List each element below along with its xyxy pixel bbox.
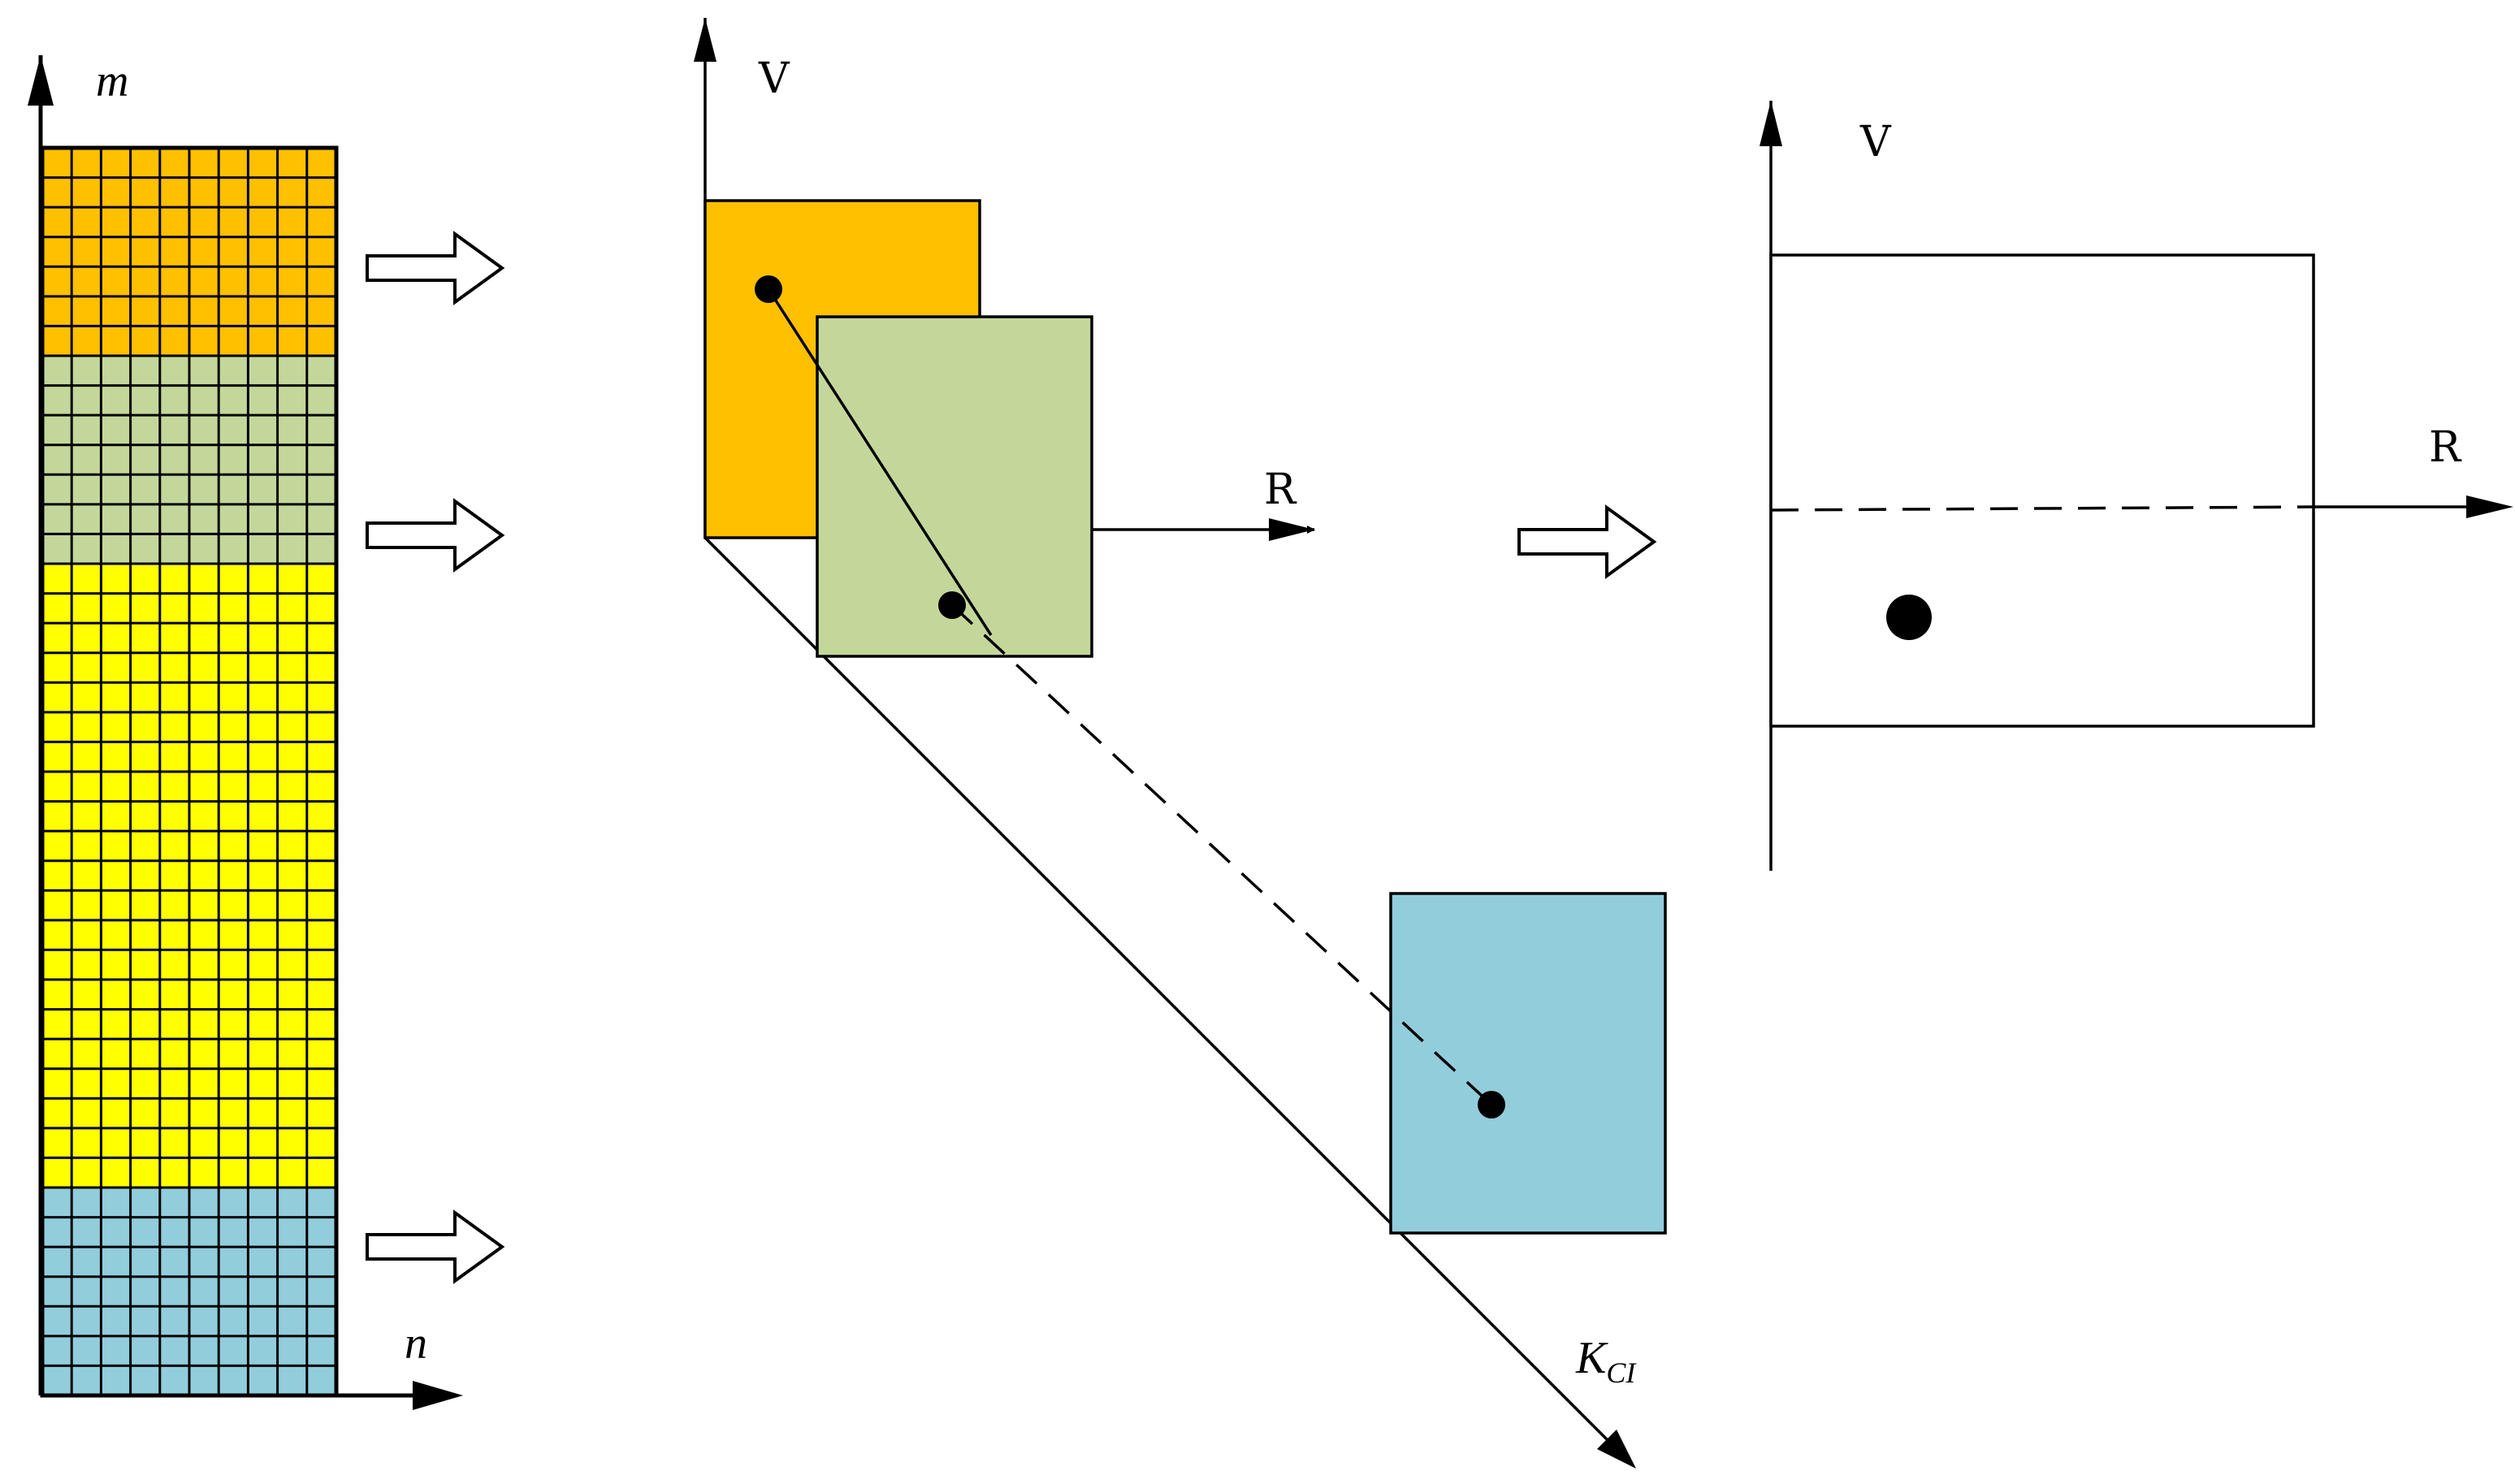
grid-y-label: m <box>96 56 128 106</box>
right-v-label: V <box>1859 118 1892 167</box>
arrow-blue-band <box>366 1209 505 1284</box>
mid-k-arrowhead <box>1597 1430 1636 1469</box>
right-r-arrowhead <box>2466 495 2513 518</box>
grid-x-arrowhead <box>413 1381 463 1410</box>
mid-k-label-main: K <box>1575 1333 1608 1383</box>
projection-rect <box>1769 253 2315 728</box>
projected-point <box>1886 595 1932 640</box>
projection-plot: V R <box>1760 101 2513 871</box>
arrow-orange-band <box>366 231 505 305</box>
data-grid <box>40 145 339 1398</box>
point-green-layer <box>938 591 966 619</box>
hollow-arrows <box>366 231 1657 1284</box>
grid-panel: m n <box>28 55 463 1410</box>
solid-trend-line <box>767 288 993 636</box>
arrow-to-projection <box>1517 504 1657 579</box>
right-v-arrowhead <box>1760 101 1782 146</box>
mid-k-label: KCI <box>1575 1333 1637 1389</box>
mid-k-axis <box>703 536 1634 1467</box>
point-orange-layer <box>755 275 782 303</box>
right-r-label: R <box>2429 423 2462 472</box>
dashed-trend-line <box>950 604 1493 1106</box>
grid-x-label: n <box>405 1318 427 1369</box>
mid-r-label: R <box>1264 465 1297 514</box>
mid-k-label-sub: CI <box>1606 1356 1637 1389</box>
right-r-axis-dashed <box>1770 505 2314 512</box>
mid-v-arrowhead <box>694 18 716 62</box>
layered-plot: V R KCI <box>694 18 1667 1469</box>
mid-v-label: V <box>758 54 790 103</box>
arrow-green-band <box>366 498 505 573</box>
grid-y-arrowhead <box>28 55 54 106</box>
mid-r-arrowhead <box>1269 518 1314 541</box>
point-blue-layer <box>1478 1091 1505 1118</box>
layer-blue-rect <box>1389 892 1667 1235</box>
